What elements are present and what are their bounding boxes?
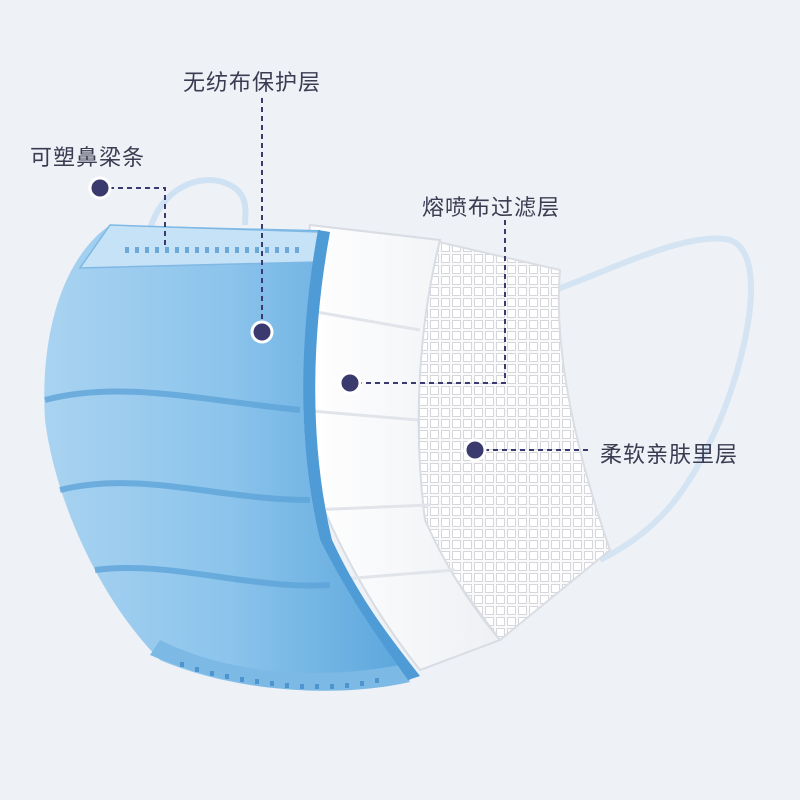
label-meltblown: 熔喷布过滤层 (422, 190, 560, 222)
nose-strip-hem (80, 225, 320, 268)
dot-meltblown (340, 373, 360, 393)
label-nonwoven: 无纺布保护层 (183, 65, 321, 97)
label-soft-inner: 柔软亲肤里层 (600, 437, 738, 469)
label-nose-strip: 可塑鼻梁条 (30, 140, 145, 172)
dot-nose (90, 178, 110, 198)
dot-soft (465, 440, 485, 460)
dot-nonwoven (252, 322, 272, 342)
